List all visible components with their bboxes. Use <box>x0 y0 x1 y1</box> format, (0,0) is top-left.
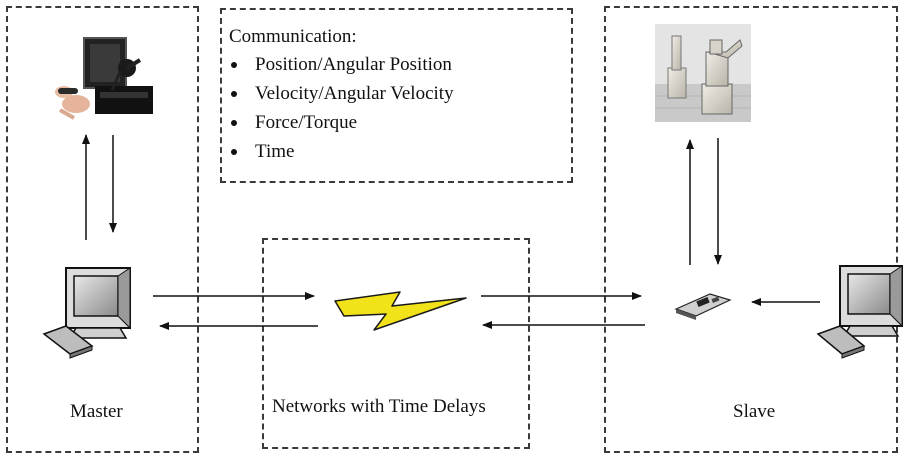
haptic-device-icon <box>52 36 153 122</box>
network-box <box>262 238 530 449</box>
communication-box <box>220 8 573 183</box>
communication-list: Position/Angular Position Velocity/Angul… <box>229 50 454 166</box>
computer-icon <box>816 265 903 359</box>
computer-icon <box>42 267 131 359</box>
master-label: Master <box>70 401 123 422</box>
master-panel <box>6 6 199 453</box>
robot-arm-icon <box>655 24 751 122</box>
controller-board-icon <box>674 293 732 320</box>
communication-item: Velocity/Angular Velocity <box>229 79 454 108</box>
lightning-bolt-icon <box>334 291 467 331</box>
communication-item: Force/Torque <box>229 108 454 137</box>
communication-item: Position/Angular Position <box>229 50 454 79</box>
slave-panel <box>604 6 898 453</box>
communication-title: Communication: <box>229 26 357 47</box>
network-label: Networks with Time Delays <box>272 396 486 417</box>
slave-label: Slave <box>733 401 776 422</box>
communication-item: Time <box>229 137 454 166</box>
